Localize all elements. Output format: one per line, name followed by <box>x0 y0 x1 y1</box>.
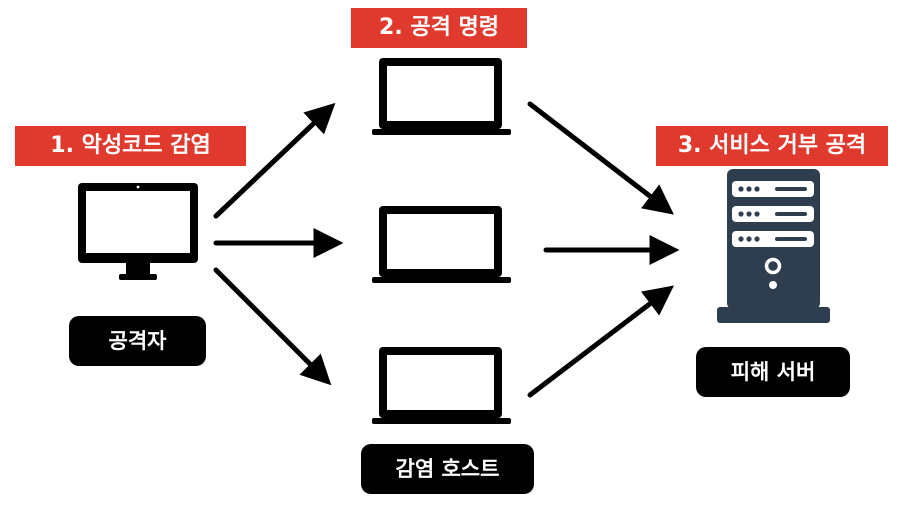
laptop-icon <box>372 58 511 135</box>
arrow-attacker-to-host-top <box>213 102 336 219</box>
arrow-attacker-to-host-bottom <box>213 267 332 386</box>
attacker-label: 공격자 <box>69 316 206 366</box>
victim-server-label: 피해 서버 <box>696 347 850 397</box>
desktop-monitor-icon <box>78 183 198 280</box>
arrow-host-bottom-to-server <box>527 285 674 398</box>
server-tower-icon <box>717 169 830 323</box>
step-command-label: 2. 공격 명령 <box>351 8 527 48</box>
step-infect-label: 1. 악성코드 감염 <box>15 126 246 166</box>
infected-hosts-label: 감염 호스트 <box>361 444 534 494</box>
laptop-icon <box>372 347 511 424</box>
laptop-icon <box>372 206 511 283</box>
step-deny-label: 3. 서비스 거부 공격 <box>656 126 888 166</box>
arrow-host-top-to-server <box>527 101 674 215</box>
